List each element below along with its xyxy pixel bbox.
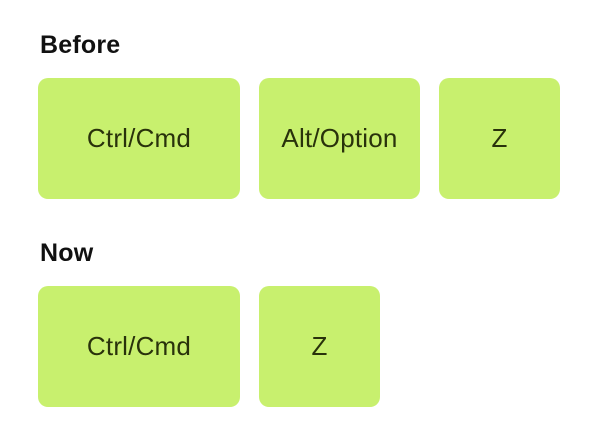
key-z-before: Z xyxy=(439,78,560,199)
key-ctrl-cmd-before: Ctrl/Cmd xyxy=(38,78,240,199)
section-before: Before Ctrl/Cmd Alt/Option Z xyxy=(38,33,600,199)
key-alt-option-before: Alt/Option xyxy=(259,78,420,199)
section-now: Now Ctrl/Cmd Z xyxy=(38,241,600,407)
section-before-label: Before xyxy=(40,31,121,59)
key-row-now: Ctrl/Cmd Z xyxy=(38,286,600,407)
section-now-label: Now xyxy=(40,239,94,267)
key-ctrl-cmd-now: Ctrl/Cmd xyxy=(38,286,240,407)
key-z-now: Z xyxy=(259,286,380,407)
key-row-before: Ctrl/Cmd Alt/Option Z xyxy=(38,78,600,199)
